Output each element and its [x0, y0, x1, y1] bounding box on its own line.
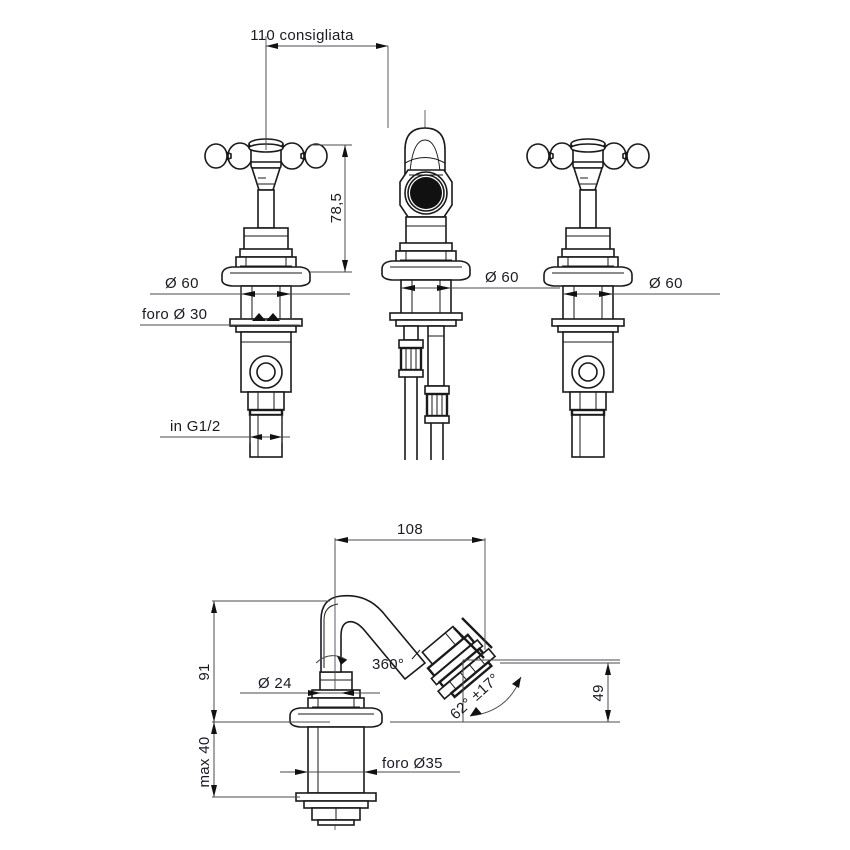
- right-flange-diameter-dimension: [563, 291, 720, 297]
- aerator-height-dimension-text: 49: [590, 684, 607, 701]
- spout-rotation-text: 360°: [372, 656, 404, 673]
- center-spout-front-view: [381, 110, 471, 460]
- inlet-thread-dimension: [160, 415, 290, 443]
- mounting-hole-dimension-text: foro Ø 30: [142, 306, 207, 323]
- center-flange-diameter-text: Ø 60: [485, 269, 519, 286]
- spout-hole-dimension-text: foro Ø35: [382, 755, 443, 772]
- spout-tube-diameter-dimension: [240, 690, 380, 696]
- left-handle-cross: [204, 138, 328, 191]
- max-deck-thickness-text: max 40: [196, 737, 213, 788]
- right-flange-diameter-text: Ø 60: [649, 275, 683, 292]
- spread-dimension: [265, 43, 389, 150]
- spout-reach-dimension: [334, 537, 486, 690]
- spout-tube-diameter-text: Ø 24: [258, 675, 292, 692]
- inlet-thread-text: in G1/2: [170, 418, 220, 435]
- spout-reach-dimension-text: 108: [397, 521, 423, 538]
- bottom-view-group: [211, 537, 620, 830]
- handle-height-dimension-text: 78,5: [328, 193, 345, 223]
- center-aerator-front: [399, 169, 453, 218]
- adjustable-aerator: [421, 617, 497, 700]
- spout-height-dimension: [211, 600, 330, 723]
- top-view-group: [140, 36, 720, 460]
- center-supply-hoses: [398, 325, 450, 460]
- max-deck-thickness-dimension: [211, 722, 300, 798]
- left-flange-diameter-text: Ø 60: [165, 275, 199, 292]
- aerator-height-dimension: [390, 662, 620, 723]
- spread-dimension-text: 110 consigliata: [250, 27, 354, 44]
- spout-height-dimension-text: 91: [196, 663, 213, 680]
- top-view-dimensions: [140, 43, 720, 443]
- mounting-hole-dimension: [140, 313, 300, 326]
- left-flange-diameter-dimension: [150, 286, 350, 320]
- aerator-angle-dimension: [462, 659, 620, 722]
- bottom-view-dimensions: [211, 537, 620, 798]
- center-flange-diameter-dimension: [401, 285, 560, 291]
- spout-hole-dimension: [280, 769, 460, 775]
- right-handle-cross: [526, 138, 650, 191]
- spout-base-flange: [289, 545, 383, 830]
- rotation-arc: [315, 655, 348, 664]
- handle-height-dimension: [310, 144, 352, 273]
